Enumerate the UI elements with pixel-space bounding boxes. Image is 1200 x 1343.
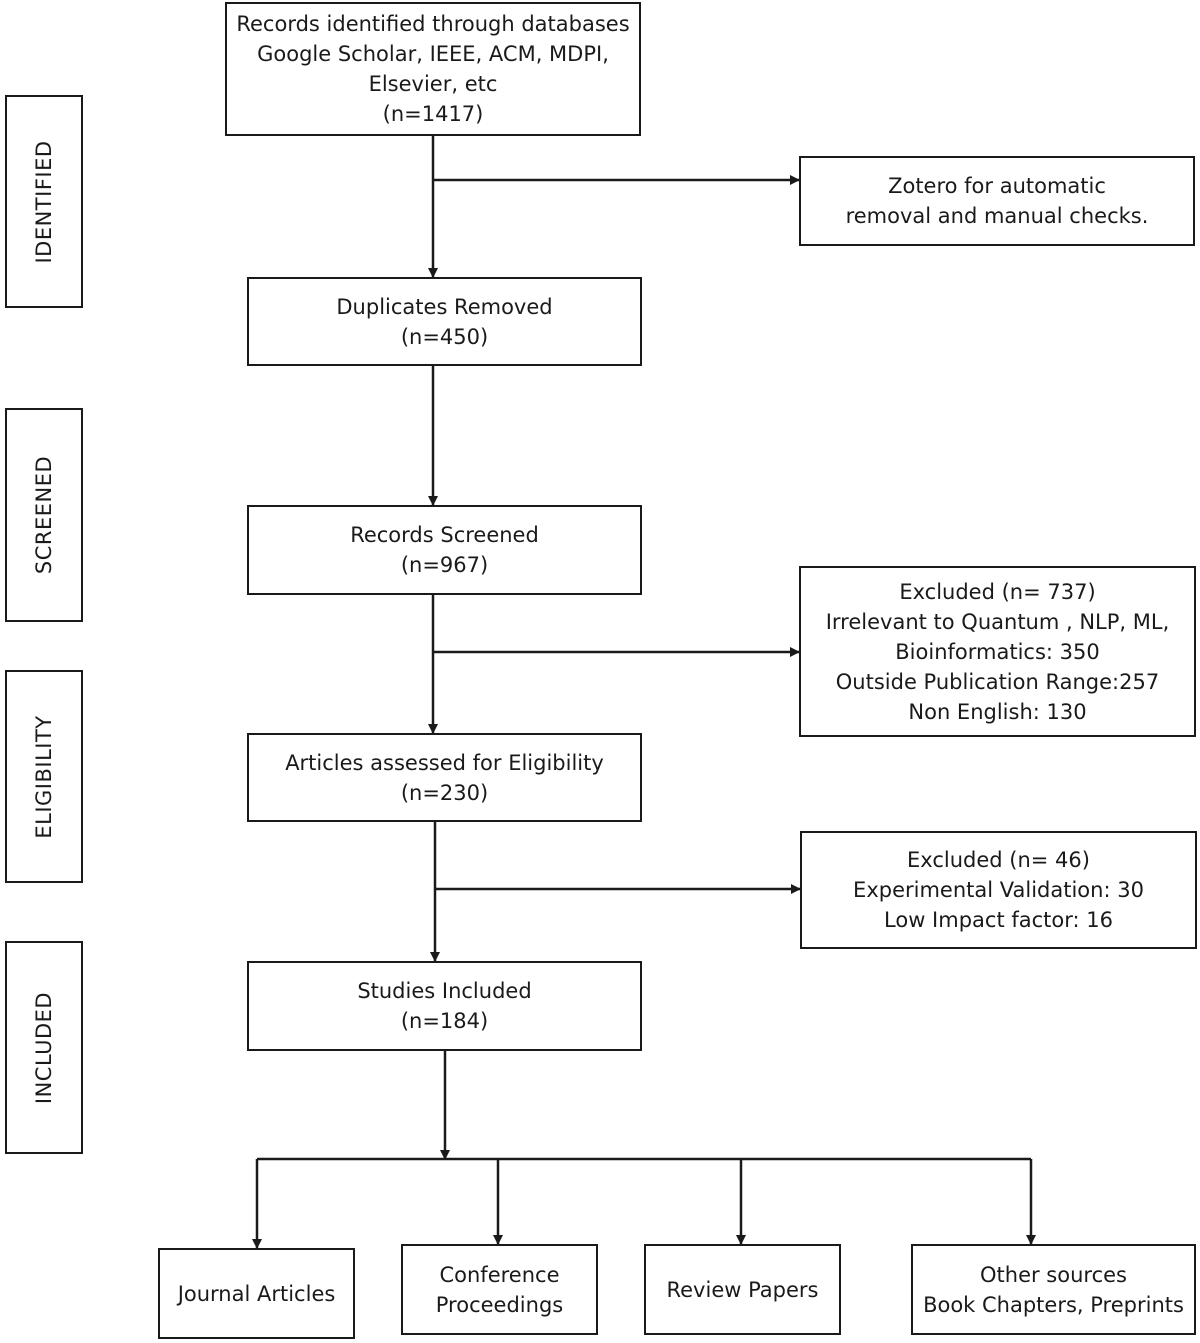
stage-included: INCLUDED [5,941,83,1154]
zotero-box: Zotero for automatic removal and manual … [799,156,1195,246]
articles-eligibility-box: Articles assessed for Eligibility (n=230… [247,733,642,822]
conference-proceedings-box: Conference Proceedings [401,1244,598,1335]
review-papers-box: Review Papers [644,1244,841,1335]
records-screened-box: Records Screened (n=967) [247,505,642,595]
stage-screened-label: SCREENED [32,455,56,575]
journal-articles-box: Journal Articles [158,1248,355,1339]
other-sources-box: Other sources Book Chapters, Preprints [911,1244,1196,1335]
stage-identified: IDENTIFIED [5,95,83,308]
stage-eligibility-label: ELIGIBILITY [32,714,56,839]
excluded-eligibility-box: Excluded (n= 46) Experimental Validation… [800,831,1197,949]
excluded-screening-box: Excluded (n= 737) Irrelevant to Quantum … [799,566,1196,737]
stage-screened: SCREENED [5,408,83,622]
stage-identified-label: IDENTIFIED [32,139,56,264]
records-identified-box: Records identified through databases Goo… [225,2,641,136]
stage-included-label: INCLUDED [32,991,56,1104]
studies-included-box: Studies Included (n=184) [247,961,642,1051]
duplicates-removed-box: Duplicates Removed (n=450) [247,277,642,366]
stage-eligibility: ELIGIBILITY [5,670,83,883]
